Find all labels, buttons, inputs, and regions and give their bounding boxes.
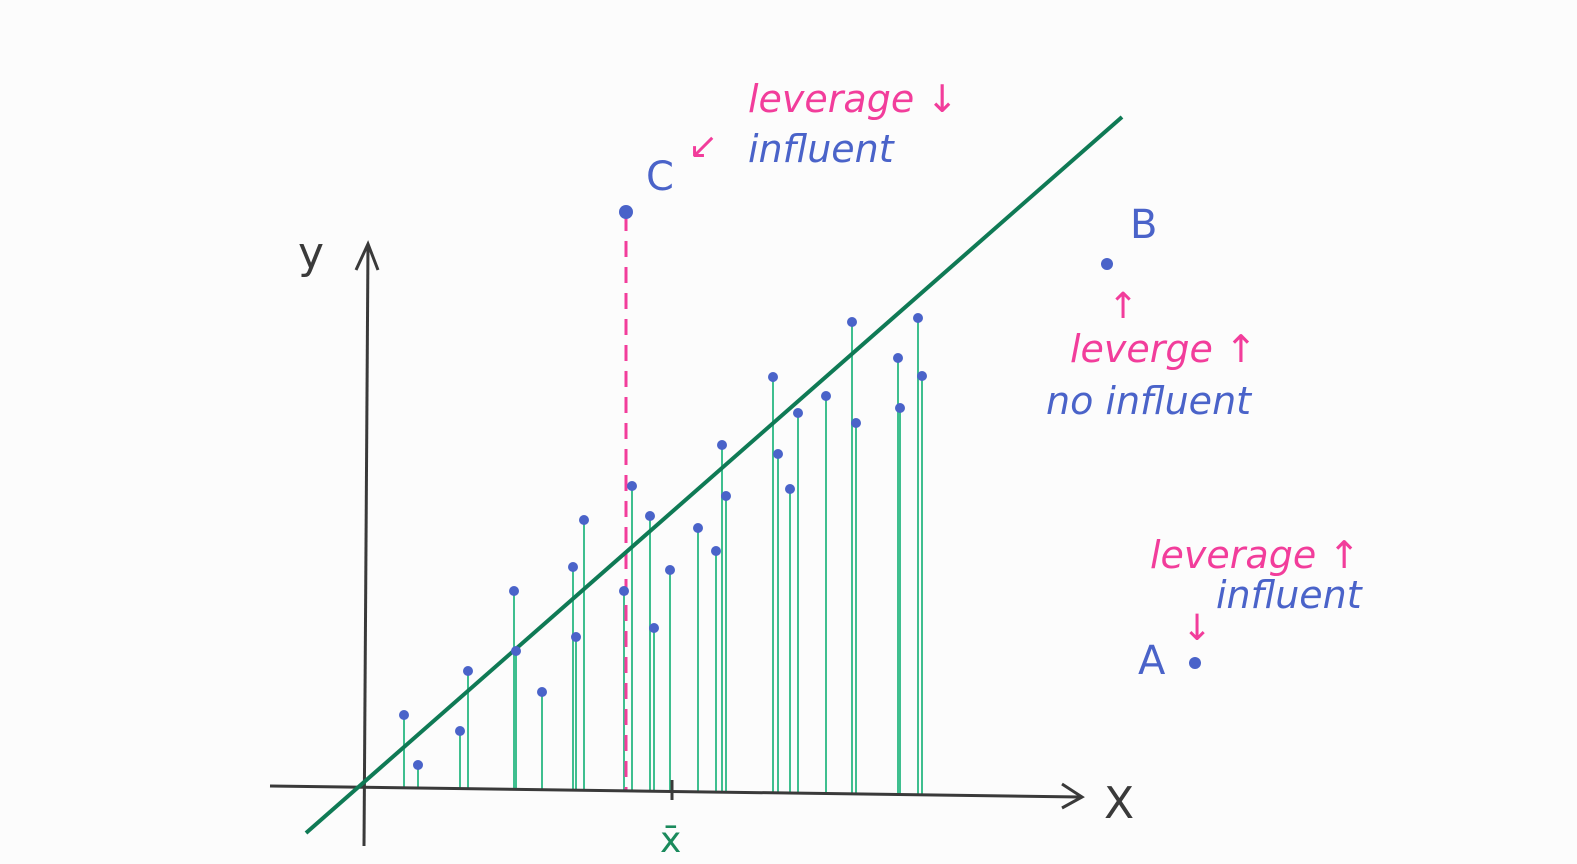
- data-point: [913, 313, 923, 323]
- data-point: [571, 632, 581, 642]
- point-c-marker: [619, 205, 633, 219]
- data-point: [821, 391, 831, 401]
- data-point: [455, 726, 465, 736]
- point-b-leverage-note: leverge ↑: [1070, 327, 1257, 371]
- data-point: [399, 710, 409, 720]
- point-a-label: A: [1138, 638, 1166, 684]
- data-point: [665, 565, 675, 575]
- data-point: [463, 666, 473, 676]
- data-points: [399, 313, 927, 770]
- data-point: [693, 523, 703, 533]
- data-point: [537, 687, 547, 697]
- data-point: [645, 511, 655, 521]
- data-point: [721, 491, 731, 501]
- data-point: [847, 317, 857, 327]
- x-axis: [269, 784, 1081, 799]
- data-point: [768, 372, 778, 382]
- data-point: [649, 623, 659, 633]
- data-point: [627, 481, 637, 491]
- data-point: [917, 371, 927, 381]
- x-mean-label: x̄: [660, 820, 681, 861]
- data-point: [511, 646, 521, 656]
- data-point: [509, 586, 519, 596]
- y-axis: [362, 243, 370, 847]
- data-point: [773, 449, 783, 459]
- data-point: [893, 353, 903, 363]
- data-point: [579, 515, 589, 525]
- point-a-influence-note: influent: [1216, 573, 1364, 617]
- y-axis-arrowhead: [354, 240, 380, 271]
- point-b-influence-note: no influent: [1046, 379, 1253, 423]
- point-c-label: C: [646, 154, 674, 200]
- data-point: [568, 562, 578, 572]
- point-a-leverage-note: leverage ↑: [1150, 533, 1360, 577]
- point-b-arrow: ↑: [1108, 286, 1138, 327]
- data-point: [711, 546, 721, 556]
- data-point: [413, 760, 423, 770]
- point-c-influence-note: influent: [748, 127, 896, 171]
- data-point: [717, 440, 727, 450]
- x-axis-label: X: [1104, 778, 1134, 829]
- data-point: [619, 586, 629, 596]
- point-b-label: B: [1130, 202, 1157, 248]
- y-axis-label: y: [298, 228, 324, 279]
- x-axis-arrowhead: [1061, 782, 1085, 810]
- residual-stems: [403, 318, 923, 795]
- fit-line: [304, 115, 1124, 835]
- data-point: [793, 408, 803, 418]
- point-a-arrow: ↓: [1182, 608, 1212, 649]
- point-c-leverage-note: leverage ↓: [748, 77, 958, 121]
- point-b-marker: [1101, 258, 1113, 270]
- point-c-arrow: ↙: [688, 126, 718, 167]
- data-point: [785, 484, 795, 494]
- data-point: [895, 403, 905, 413]
- data-point: [851, 418, 861, 428]
- point-a-marker: [1189, 657, 1201, 669]
